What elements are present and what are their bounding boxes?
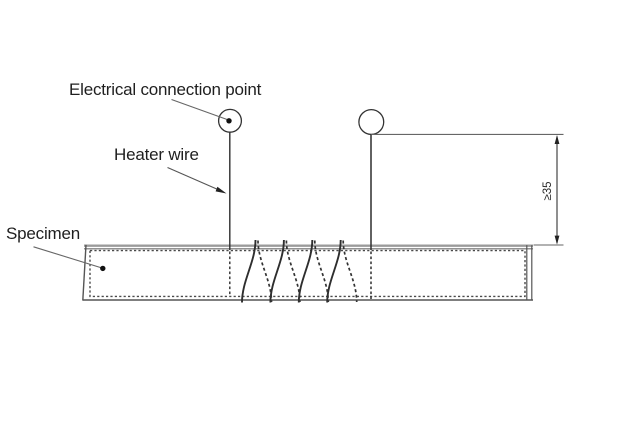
label-electrical-connection-point: Electrical connection point (69, 80, 262, 99)
label-heater-wire: Heater wire (114, 144, 199, 164)
leader-electrical-connection-point (171, 98, 232, 124)
connection-point-circle-right (358, 108, 385, 136)
coil-front-strand (326, 239, 342, 303)
leader-line (33, 246, 103, 269)
coil-front-strand (241, 239, 257, 303)
coil-back-strand (342, 240, 358, 303)
leader-line (167, 166, 220, 191)
leader-heater-wire (167, 166, 227, 194)
coil-front-strand (297, 239, 314, 303)
coil-back-strand (313, 240, 330, 303)
dimension-arrow-up (554, 135, 560, 144)
specimen-left-edge (82, 244, 87, 301)
specimen-outline (82, 244, 533, 301)
leader-line (171, 98, 229, 121)
coil-back-strand (285, 240, 301, 303)
dimension-35 (371, 133, 564, 246)
arrowhead (215, 186, 227, 194)
leader-specimen (33, 246, 106, 272)
specimen-hidden-edges (89, 249, 526, 298)
coil-back-strand (257, 240, 273, 303)
leader-end-dot (100, 265, 106, 272)
coil-front-strand (269, 239, 285, 303)
label-specimen: Specimen (6, 224, 80, 243)
leader-end-dot (226, 118, 232, 124)
heater-coil (241, 239, 358, 303)
dimension-value-label: ≥35 (542, 180, 554, 201)
dimension-arrow-down (554, 235, 560, 245)
